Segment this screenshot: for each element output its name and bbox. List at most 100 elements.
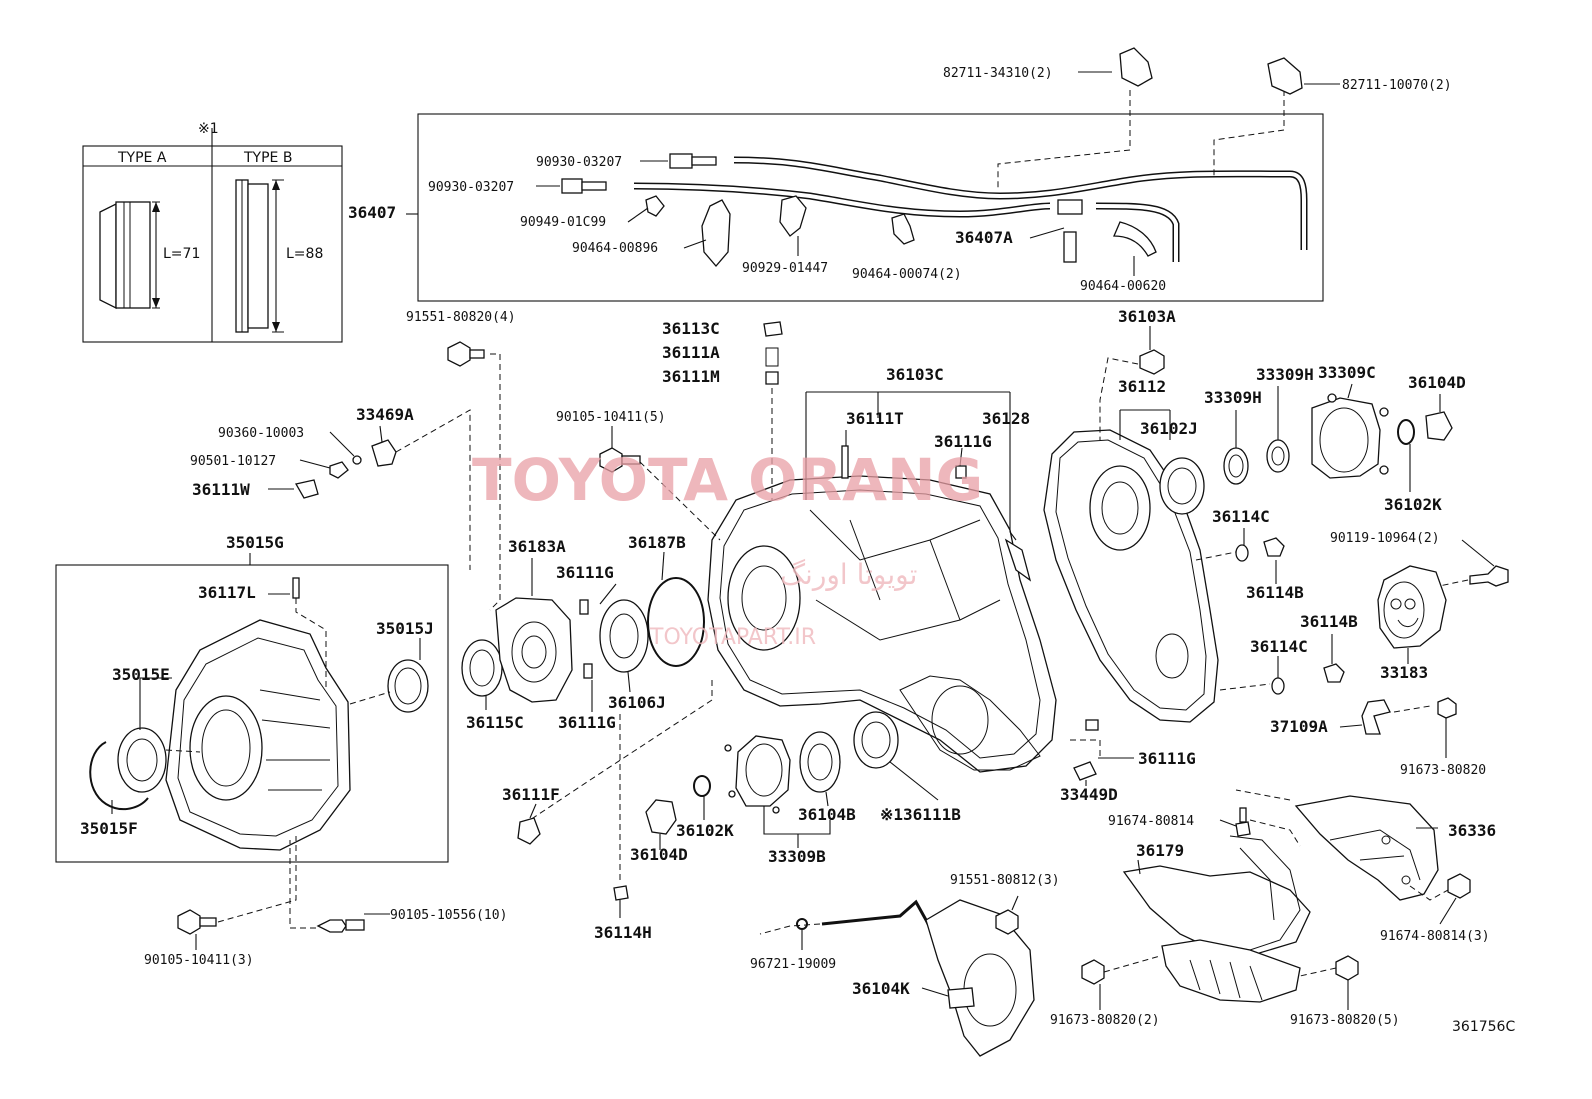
label-36111w: 36111W — [192, 480, 250, 499]
label-36111m: 36111M — [662, 367, 720, 386]
transfer-case-body — [529, 321, 1057, 880]
label-33309b: 33309B — [768, 847, 826, 866]
label-36104b: 36104B — [798, 805, 856, 824]
label-35015j: 35015J — [376, 619, 434, 638]
label-96721-19009: 96721-19009 — [750, 957, 836, 972]
label-82711-10070: 82711-10070(2) — [1342, 78, 1452, 93]
seal-type-inset: ※1 TYPE A TYPE B L=71 L=88 — [82, 121, 343, 343]
label-36111g-d: 36111G — [1138, 749, 1196, 768]
bolt-91551-80820-icon — [447, 341, 471, 367]
type-b-sleeve: L=88 — [235, 179, 323, 333]
label-36114b-b: 36114B — [1300, 612, 1358, 631]
label-36102k-bottom: 36102K — [676, 821, 734, 840]
type-b-header: TYPE B — [243, 150, 292, 166]
note-mark-1: ※1 — [198, 121, 219, 137]
label-33469a: 33469A — [356, 405, 414, 424]
label-36179: 36179 — [1136, 841, 1184, 860]
label-36104d-right: 36104D — [1408, 373, 1466, 392]
label-36111a: 36111A — [662, 343, 720, 362]
watermark: TOYOTA ORANG تویوتا اورنگ TOYOTAPART.IR — [472, 446, 983, 650]
label-90105-10411-3: 90105-10411(3) — [144, 953, 254, 968]
label-33449d: 33449D — [1060, 785, 1118, 804]
right-side-parts — [1119, 383, 1509, 758]
label-36111g-a: 36111G — [934, 432, 992, 451]
clamp-90929-icon — [779, 195, 807, 237]
label-90464-00896: 90464-00896 — [572, 241, 658, 256]
label-33309h-a: 33309H — [1256, 365, 1314, 384]
clip-90949-icon — [645, 195, 665, 217]
clip-82711-34310-icon — [1119, 47, 1153, 87]
label-90360-10003: 90360-10003 — [218, 426, 304, 441]
label-36111t: 36111T — [846, 409, 904, 428]
label-37109a: 37109A — [1270, 717, 1328, 736]
label-91551-80820: 91551-80820(4) — [406, 310, 516, 325]
label-90105-10556: 90105-10556(10) — [390, 908, 507, 923]
label-36187b: 36187B — [628, 533, 686, 552]
label-36102k-right: 36102K — [1384, 495, 1442, 514]
label-91673-80820-5: 91673-80820(5) — [1290, 1013, 1400, 1028]
hose-fitting-upper — [669, 153, 717, 169]
diagram-code: 361756C — [1452, 1019, 1515, 1035]
type-a-sleeve: L=71 — [99, 201, 200, 310]
label-36183a: 36183A — [508, 537, 566, 556]
label-91673-80820-2: 91673-80820(2) — [1050, 1013, 1160, 1028]
rear-case-assembly — [55, 553, 449, 863]
label-91674-80814: 91674-80814 — [1108, 814, 1194, 829]
label-91674-80814-3: 91674-80814(3) — [1380, 929, 1490, 944]
label-90930-03207-b: 90930-03207 — [428, 180, 514, 195]
label-33309h-b: 33309H — [1204, 388, 1262, 407]
clamp-90464-00074-icon — [891, 213, 915, 245]
label-36111b: ※136111B — [880, 805, 961, 824]
label-36106j: 36106J — [608, 693, 666, 712]
watermark-main: TOYOTA ORANG — [472, 446, 983, 514]
label-36114b-a: 36114B — [1246, 583, 1304, 602]
type-a-length: L=71 — [163, 246, 200, 262]
skid-plate-group — [1081, 789, 1471, 1010]
label-90464-00074: 90464-00074(2) — [852, 267, 962, 282]
watermark-site: TOYOTAPART.IR — [649, 625, 816, 650]
label-36112: 36112 — [1118, 377, 1166, 396]
left-small-parts — [177, 341, 501, 950]
label-90949-01c99: 90949-01C99 — [520, 215, 606, 230]
label-90119-10964: 90119-10964(2) — [1330, 531, 1440, 546]
label-35015g: 35015G — [226, 533, 284, 552]
clamp-90464-00620-icon — [1113, 221, 1157, 257]
label-36102j: 36102J — [1140, 419, 1198, 438]
label-36114c-b: 36114C — [1250, 637, 1308, 656]
label-91551-80812: 91551-80812(3) — [950, 873, 1060, 888]
watermark-arabic: تویوتا اورنگ — [780, 558, 917, 591]
label-36117l: 36117L — [198, 583, 256, 602]
label-90501-10127: 90501-10127 — [190, 454, 276, 469]
label-36114c-a: 36114C — [1212, 507, 1270, 526]
label-36104d-bottom: 36104D — [630, 845, 688, 864]
label-36111g-c: 36111G — [558, 713, 616, 732]
label-35015f: 35015F — [80, 819, 138, 838]
label-35015e: 35015E — [112, 665, 170, 684]
label-36113c: 36113C — [662, 319, 720, 338]
label-36407: 36407 — [348, 203, 396, 222]
label-36111f: 36111F — [502, 785, 560, 804]
part-labels: 36407 82711-34310(2) 82711-10070(2) 9093… — [80, 66, 1515, 1035]
breather-hose-group — [406, 47, 1340, 302]
type-b-length: L=88 — [286, 246, 323, 262]
label-90930-03207-a: 90930-03207 — [536, 155, 622, 170]
label-90929-01447: 90929-01447 — [742, 261, 828, 276]
label-36103c: 36103C — [886, 365, 944, 384]
label-36336: 36336 — [1448, 821, 1496, 840]
label-90464-00620: 90464-00620 — [1080, 279, 1166, 294]
clamp-90464-00896-icon — [701, 199, 731, 267]
hose-fitting-lower — [561, 178, 607, 194]
label-36407a: 36407A — [955, 228, 1013, 247]
type-a-header: TYPE A — [117, 150, 167, 166]
label-36103a: 36103A — [1118, 307, 1176, 326]
clip-82711-10070-icon — [1267, 57, 1303, 95]
oil-pump-group — [461, 551, 705, 712]
label-36111g-b: 36111G — [556, 563, 614, 582]
label-90105-10411-5: 90105-10411(5) — [556, 410, 666, 425]
label-91673-80820: 91673-80820 — [1400, 763, 1486, 778]
lower-middle-parts — [517, 711, 1134, 1057]
label-82711-34310: 82711-34310(2) — [943, 66, 1053, 81]
label-36128: 36128 — [982, 409, 1030, 428]
label-33183: 33183 — [1380, 663, 1428, 682]
